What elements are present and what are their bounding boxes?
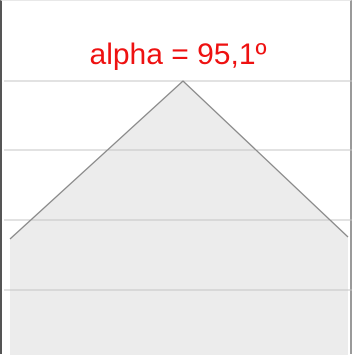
roof-edge (9, 80, 349, 240)
angle-label: alpha = 95,1º (89, 38, 267, 71)
roof-shape (10, 81, 348, 355)
